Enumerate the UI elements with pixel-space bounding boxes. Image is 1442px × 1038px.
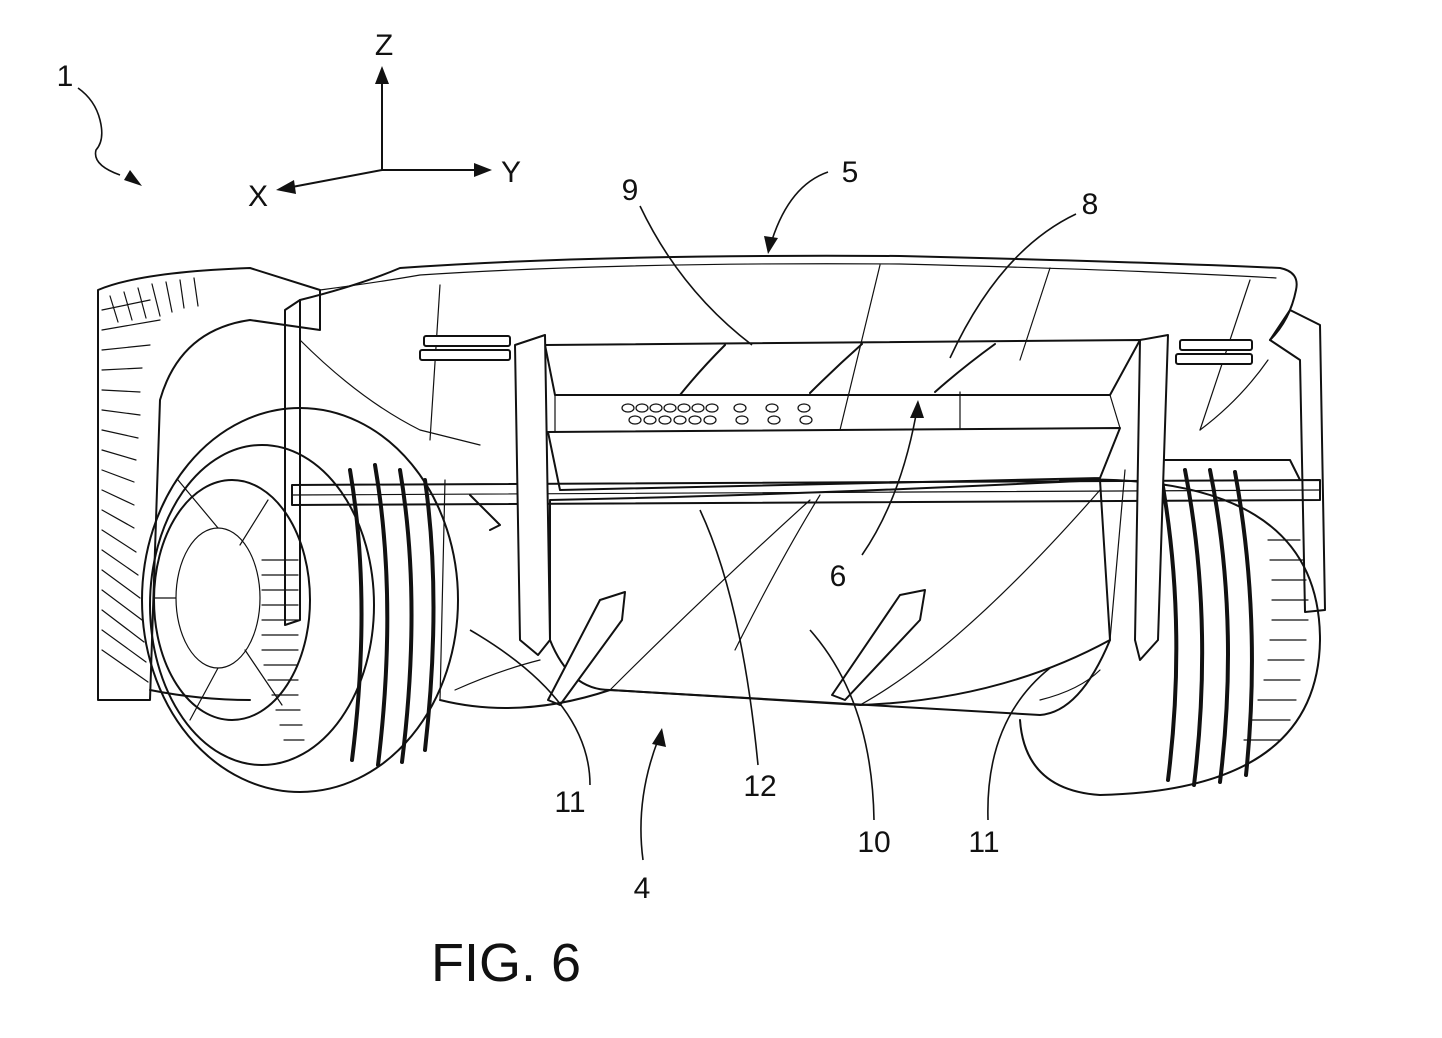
upper-duct (544, 339, 1141, 491)
right-deck-crease (1199, 359, 1269, 431)
slot-verticals (554, 391, 1121, 433)
right-sidewall-ticks (1243, 539, 1309, 741)
central-surface-contour (734, 494, 821, 651)
leader-1 (77, 87, 121, 176)
right-tail-light-upper (1179, 339, 1253, 351)
diffuser (439, 334, 1169, 716)
leader-8 (949, 213, 1077, 359)
right-tread-groove-2 (1183, 468, 1205, 787)
ref-label-6: 6 (830, 560, 847, 593)
left-inner-strake (547, 591, 626, 706)
diffuser-side-edges (439, 469, 1126, 701)
louvre-2 (809, 343, 863, 394)
ref-label-11-left: 11 (554, 786, 585, 819)
diffuser-side-contours (454, 659, 1101, 701)
ref-label-4: 4 (634, 872, 651, 905)
leader-5 (771, 171, 829, 241)
left-tread-groove-4 (423, 478, 436, 752)
left-flank-hatch (101, 299, 161, 683)
louvre-1 (679, 344, 726, 396)
louvre-3 (934, 343, 996, 393)
rear-deck-inner-edge (319, 263, 1277, 291)
axis-label-z: Z (375, 29, 393, 62)
right-tread-groove-3 (1208, 468, 1230, 784)
upper-slot-frame (544, 339, 1141, 396)
right-tyre-outer (1019, 478, 1321, 796)
left-flank-hatch-top (109, 277, 199, 323)
ref-label-12: 12 (743, 770, 776, 803)
lower-slot-frame (547, 427, 1121, 491)
figure-caption: FIG. 6 (431, 933, 581, 993)
left-flank-lower-edge (149, 689, 251, 701)
leader-1-arrowhead (124, 170, 142, 186)
x-axis-arrowhead (276, 180, 296, 194)
left-rim (153, 479, 311, 721)
right-rear-wheel (1019, 468, 1321, 796)
ref-label-11-right: 11 (968, 826, 999, 859)
left-tread-groove-3 (398, 468, 414, 764)
left-deck-crease (299, 339, 481, 446)
leader-lines (77, 87, 1077, 861)
beam-right-bracket (1149, 459, 1301, 481)
central-duct-line-right (859, 489, 1101, 706)
left-tyre-sidewall (149, 444, 375, 766)
diffuser-trailing-edge (439, 639, 1111, 716)
right-tread-groove-4 (1233, 470, 1254, 777)
x-axis (291, 169, 383, 188)
leader-4 (640, 739, 659, 861)
left-tail-light-lower (419, 349, 511, 361)
left-tread-groove-2 (373, 463, 390, 767)
ref-label-10: 10 (857, 826, 890, 859)
leader-6-arrowhead (910, 400, 924, 418)
rear-body (284, 254, 1326, 626)
beam-left-bracket (469, 494, 501, 531)
right-tread-groove-1 (1158, 468, 1179, 782)
ref-label-1: 1 (57, 60, 74, 93)
leader-11-right (987, 667, 1051, 821)
labels: Z X Y 1 5 9 8 6 11 12 10 11 4 FIG. 6 (57, 29, 1099, 993)
left-outer-fin (514, 334, 551, 656)
leader-10 (809, 629, 875, 821)
leader-5-arrowhead (764, 236, 778, 254)
left-spokes (154, 479, 283, 721)
z-axis-arrowhead (375, 66, 389, 84)
rear-deck-panel-lines (429, 264, 1251, 441)
ref-label-9: 9 (622, 174, 639, 207)
left-tail-light-upper (423, 335, 511, 347)
leader-11-left (469, 629, 591, 786)
axis-label-y: Y (501, 156, 521, 189)
leader-4-arrowhead (652, 728, 666, 747)
rear-deck-top-edge (299, 254, 1298, 341)
left-wing-endplate (284, 299, 301, 626)
leader-12 (699, 509, 759, 766)
coordinate-axes (276, 66, 492, 194)
mesh-pattern (621, 403, 813, 425)
right-wing-endplate (1269, 309, 1326, 613)
y-axis-arrowhead (474, 163, 492, 177)
central-duct-line-left (609, 499, 811, 691)
left-tread-groove-1 (348, 468, 364, 762)
left-sidewall-ticks (261, 559, 305, 741)
ref-label-8: 8 (1082, 188, 1099, 221)
leader-6 (861, 414, 917, 556)
right-outer-fin (1134, 334, 1169, 661)
axis-label-x: X (248, 180, 268, 213)
ref-label-5: 5 (842, 156, 859, 189)
left-hub (175, 527, 261, 669)
right-tail-light-lower (1175, 353, 1253, 365)
leader-9 (639, 205, 753, 346)
diffuser-floor (549, 479, 1111, 706)
